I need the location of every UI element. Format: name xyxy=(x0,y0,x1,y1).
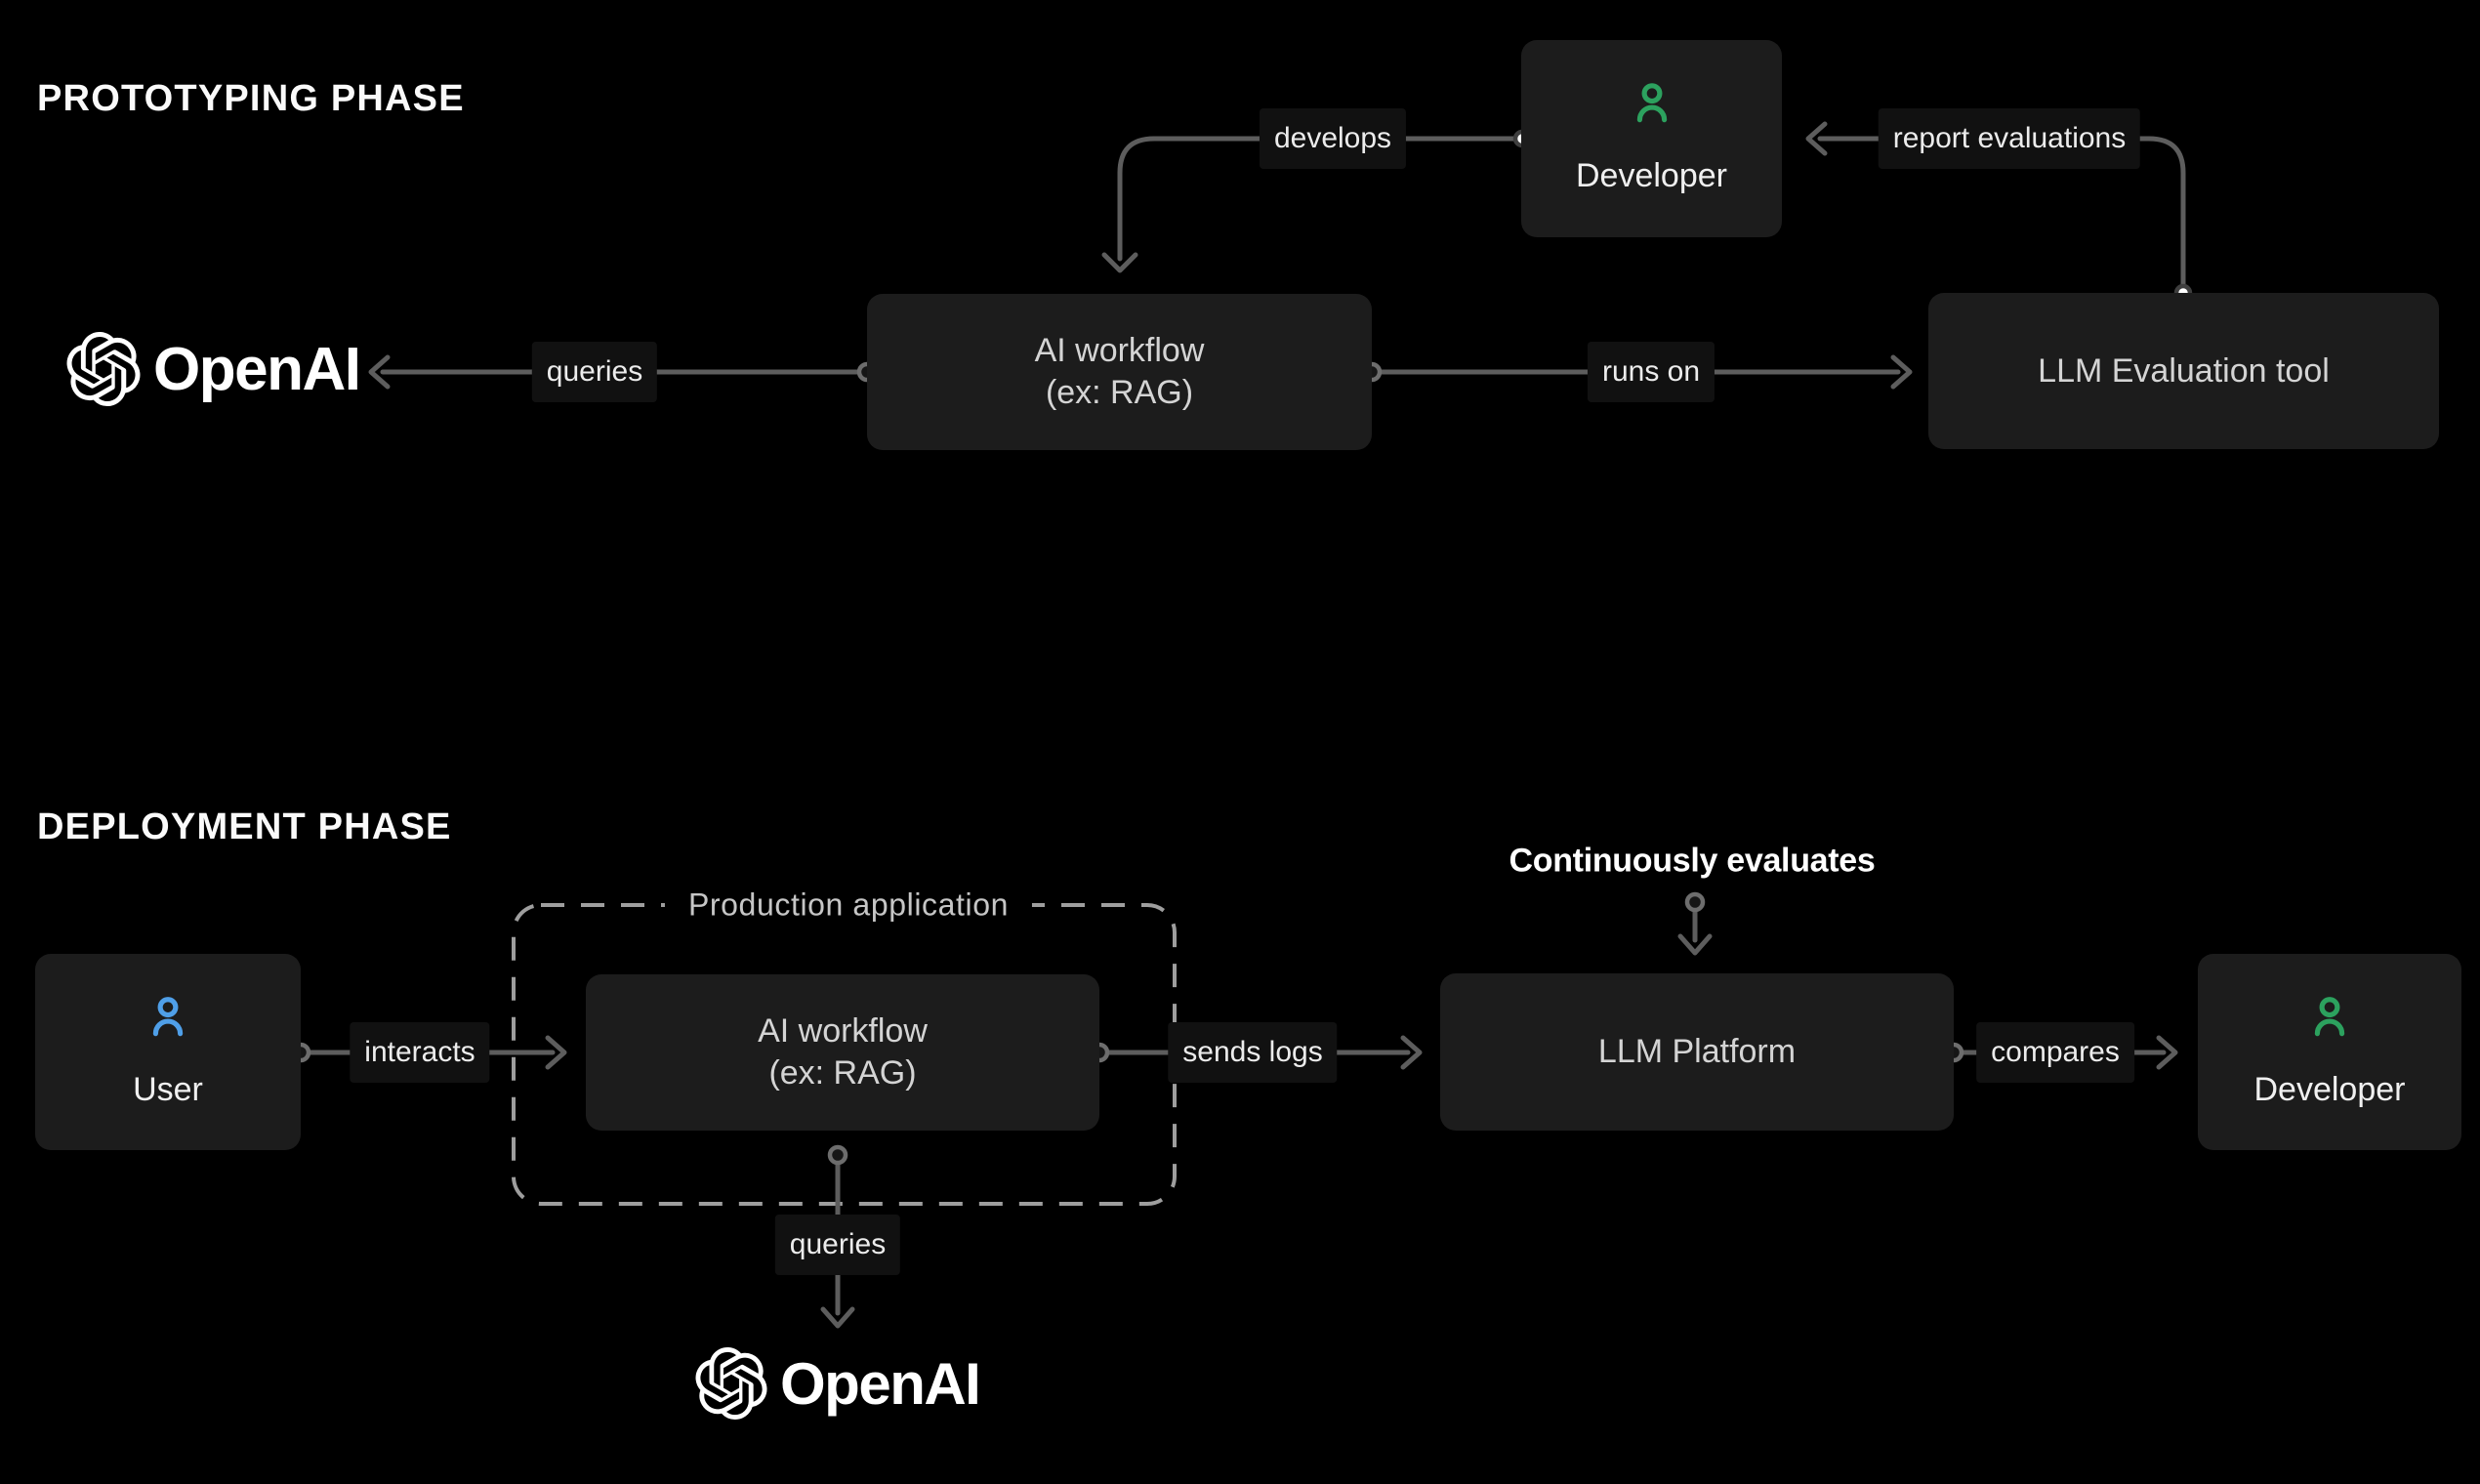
node-ai-workflow-prototyping: AI workflow (ex: RAG) xyxy=(867,294,1372,450)
developer-person-icon xyxy=(2314,997,2345,1037)
deployment-phase-heading: DEPLOYMENT PHASE xyxy=(37,806,452,847)
node-label: Developer xyxy=(2253,1071,2406,1108)
edge-develops-arrowhead xyxy=(1101,252,1138,273)
node-label: Developer xyxy=(1576,157,1727,194)
edge-queries-bottom-arrowhead xyxy=(820,1306,855,1329)
node-llm-evaluation-tool: LLM Evaluation tool xyxy=(1928,293,2439,449)
edge-continuously-evaluates-arrowhead xyxy=(1677,933,1713,956)
edge-compares-arrowhead xyxy=(2156,1035,2178,1070)
node-label-line1: AI workflow xyxy=(1034,332,1205,369)
openai-logo: OpenAI xyxy=(66,332,361,406)
node-ai-workflow-deployment: AI workflow (ex: RAG) xyxy=(586,974,1099,1131)
node-developer-deployment: Developer xyxy=(2198,954,2461,1150)
openai-logo: OpenAI xyxy=(695,1347,981,1420)
edge-label-compares: compares xyxy=(1976,1022,2134,1083)
edge-label-sends-logs: sends logs xyxy=(1168,1022,1338,1083)
openai-blossom-icon xyxy=(695,1347,767,1420)
node-label: LLM Evaluation tool xyxy=(2038,351,2330,390)
ring-connector xyxy=(1684,891,1706,913)
openai-wordmark: OpenAI xyxy=(780,1350,981,1417)
edge-label-develops: develops xyxy=(1259,108,1407,169)
edge-label-report-evaluations: report evaluations xyxy=(1878,108,2141,169)
production-application-label: Production application xyxy=(664,883,1033,928)
edge-sends-logs-arrowhead xyxy=(1400,1035,1423,1070)
node-label: LLM Platform xyxy=(1597,1033,1797,1070)
node-label: User xyxy=(133,1071,203,1108)
openai-blossom-icon xyxy=(66,332,141,406)
edge-queries-top-arrowhead xyxy=(368,354,391,390)
user-person-icon xyxy=(152,997,184,1037)
openai-wordmark: OpenAI xyxy=(153,335,361,403)
ring-connector xyxy=(827,1144,848,1166)
edge-runs-on-arrowhead xyxy=(1890,354,1913,390)
prototyping-phase-heading: PROTOTYPING PHASE xyxy=(37,78,465,119)
edge-label-queries-bottom: queries xyxy=(774,1215,901,1275)
edge-label-interacts: interacts xyxy=(350,1022,490,1083)
edge-report-evaluations-arrowhead xyxy=(1805,121,1828,156)
node-label-line2: (ex: RAG) xyxy=(1045,374,1194,411)
node-llm-platform: LLM Platform xyxy=(1440,973,1954,1131)
edge-label-continuously-evaluates: Continuously evaluates xyxy=(1509,842,1876,880)
edge-label-runs-on: runs on xyxy=(1587,342,1715,402)
edge-interacts-arrowhead xyxy=(545,1035,567,1070)
node-user: User xyxy=(35,954,301,1150)
node-label-line1: AI workflow xyxy=(758,1012,928,1050)
developer-person-icon xyxy=(1636,83,1667,123)
node-label-line2: (ex: RAG) xyxy=(768,1054,917,1092)
node-developer-prototyping: Developer xyxy=(1521,40,1782,237)
edge-label-queries-top: queries xyxy=(531,342,658,402)
